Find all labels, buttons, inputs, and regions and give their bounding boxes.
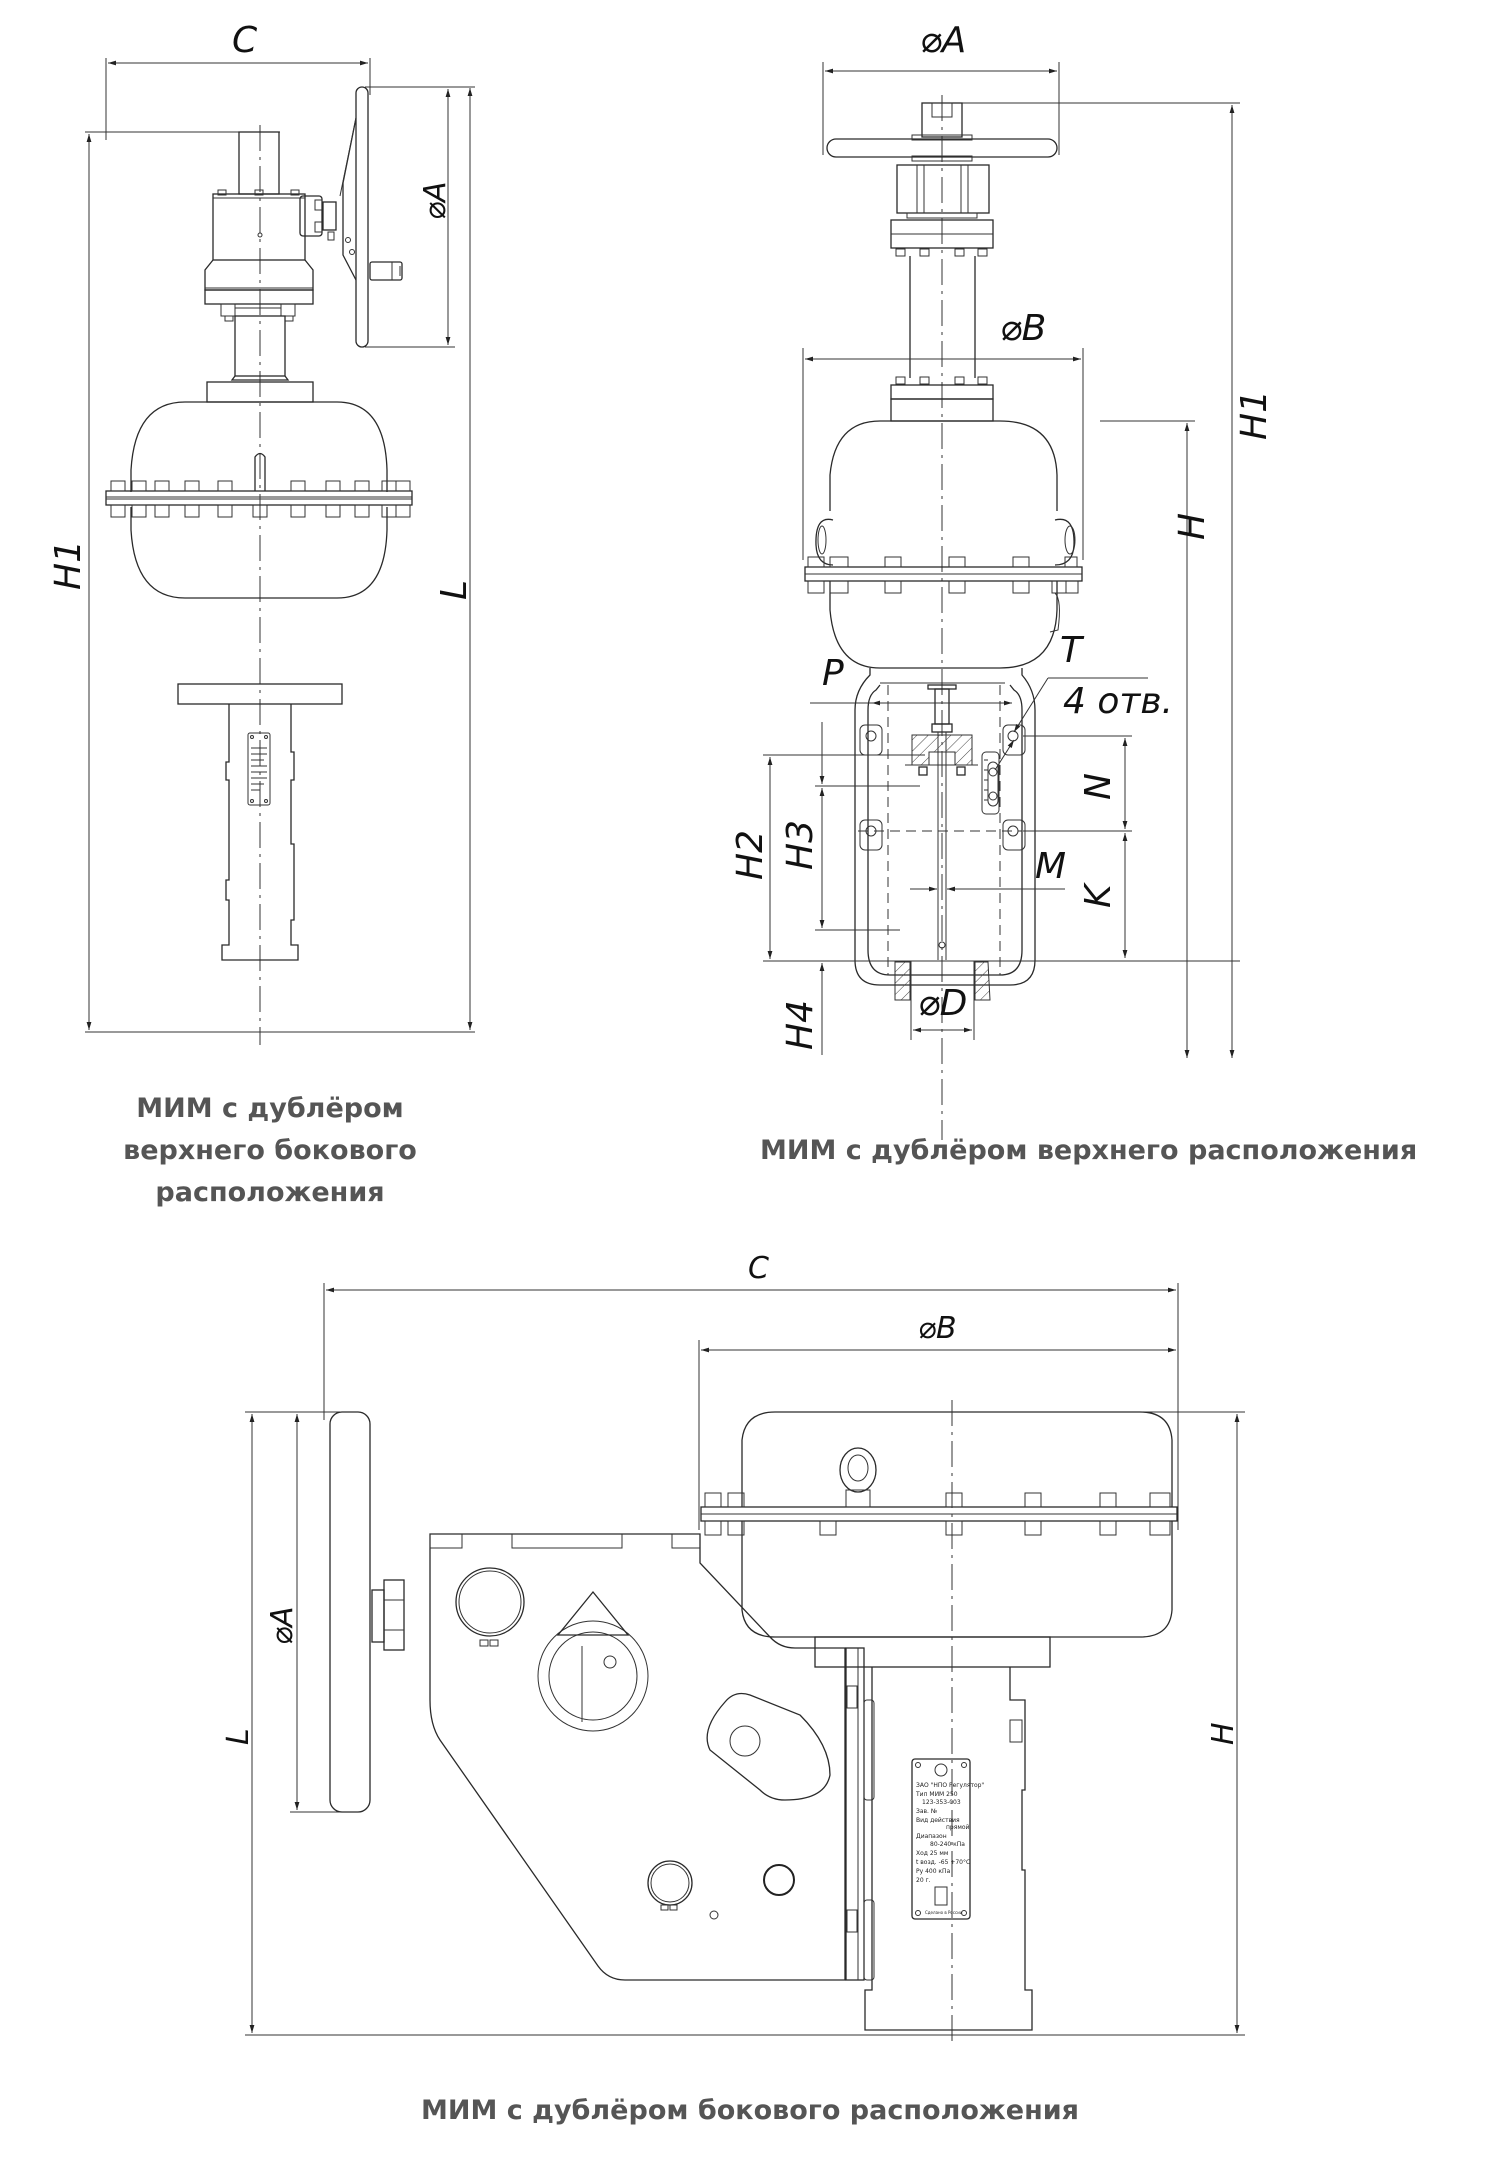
dim-label-h1: H1 bbox=[48, 540, 89, 590]
dim-label-holes: 4 отв. bbox=[1063, 681, 1173, 722]
dim-label-phi-a: ⌀A bbox=[265, 1606, 300, 1645]
dimension-phi-d bbox=[910, 961, 975, 1040]
caption-top-side: МИМ с дублёром верхнего бокового располо… bbox=[80, 1088, 460, 1214]
nameplate-line: 123-353-003 bbox=[922, 1799, 961, 1806]
drawing-side-doubler: ЗАО "НПО Регулятор" Тип МИМ 250 123-353-… bbox=[221, 1251, 1245, 2045]
gear-housing bbox=[204, 189, 337, 322]
dim-label-t: T bbox=[1060, 630, 1085, 671]
nameplate-line: 20 г. bbox=[916, 1877, 931, 1884]
handwheel bbox=[339, 86, 403, 348]
diaphragm-housing bbox=[105, 401, 413, 599]
caption-side: МИМ с дублёром бокового расположения bbox=[250, 2090, 1250, 2132]
caption-top: МИМ с дублёром верхнего расположения bbox=[760, 1130, 1460, 1172]
nameplate-line: Зав. № bbox=[916, 1808, 937, 1815]
diaphragm-housing bbox=[700, 1411, 1178, 1638]
handwheel bbox=[826, 102, 1058, 162]
caption-top-text: МИМ с дублёром верхнего расположения bbox=[760, 1135, 1418, 1166]
mounting-bracket bbox=[845, 1647, 875, 1981]
gearbox-plate bbox=[429, 1533, 846, 1981]
dim-label-n: N bbox=[1078, 773, 1119, 800]
dim-label-m: M bbox=[1035, 846, 1066, 887]
nameplate-line: прямой bbox=[946, 1824, 970, 1831]
dim-label-phi-d: ⌀D bbox=[918, 983, 967, 1024]
dimension-phi-a bbox=[822, 62, 1060, 155]
dimension-l bbox=[245, 1411, 1245, 2036]
dimension-c bbox=[105, 58, 371, 140]
caption-top-side-line2: верхнего бокового расположения bbox=[123, 1135, 417, 1208]
dimension-phi-a bbox=[290, 1414, 340, 1813]
dimension-n-k bbox=[1023, 735, 1132, 958]
dim-label-k: K bbox=[1078, 882, 1119, 908]
top-shaft bbox=[238, 131, 280, 195]
dim-label-c: C bbox=[748, 1251, 769, 1286]
dim-label-h: H bbox=[1172, 513, 1213, 540]
dimension-phi-b bbox=[802, 348, 1084, 560]
yoke bbox=[177, 683, 343, 961]
nameplate bbox=[247, 732, 271, 806]
dim-label-l: L bbox=[221, 1728, 256, 1745]
caption-top-side-line1: МИМ с дублёром bbox=[136, 1093, 404, 1124]
handwheel bbox=[329, 1411, 405, 1813]
dim-label-phi-b: ⌀B bbox=[1000, 308, 1046, 349]
yoke-frame bbox=[854, 668, 1036, 1001]
nameplate-line: ЗАО "НПО Регулятор" bbox=[916, 1782, 984, 1789]
dim-label-h4: H4 bbox=[780, 1000, 821, 1050]
holes-leader bbox=[994, 677, 1148, 771]
dimension-phi-b bbox=[698, 1340, 1179, 1530]
dim-label-h: H bbox=[1206, 1722, 1241, 1745]
dimension-h1 bbox=[925, 102, 1240, 1058]
dim-label-phi-b: ⌀B bbox=[918, 1311, 957, 1346]
dimension-h1 bbox=[85, 131, 475, 1033]
dim-label-h1: H1 bbox=[1234, 390, 1275, 440]
nameplate-line: Тип МИМ 250 bbox=[915, 1791, 958, 1798]
gear-block bbox=[890, 164, 994, 257]
caption-side-text: МИМ с дублёром бокового расположения bbox=[421, 2095, 1079, 2126]
dimension-phi-a bbox=[365, 86, 475, 1030]
dim-label-phi-a: ⌀A bbox=[418, 181, 453, 220]
nameplate-line: Сделано в России bbox=[925, 1910, 963, 1915]
dimension-h2-h3-h4 bbox=[763, 722, 925, 1055]
diaphragm-housing bbox=[804, 420, 1083, 669]
dim-label-p: P bbox=[822, 653, 844, 694]
nameplate: ЗАО "НПО Регулятор" Тип МИМ 250 123-353-… bbox=[911, 1758, 984, 1920]
dimension-h bbox=[1100, 420, 1195, 1058]
nameplate-line: 80-240 кПа bbox=[930, 1841, 965, 1848]
nameplate-line: Диапазон bbox=[916, 1833, 947, 1840]
drawing-top-side-doubler: C ⌀A H1 L bbox=[48, 20, 475, 1045]
nameplate-line: Ход 25 мм bbox=[916, 1850, 948, 1857]
yoke bbox=[814, 1636, 1051, 2031]
nameplate-line: t возд. -65 +70°C bbox=[916, 1859, 970, 1866]
dimension-c bbox=[323, 1283, 1179, 1440]
dim-label-h2: H2 bbox=[730, 830, 771, 880]
dim-label-h3: H3 bbox=[780, 820, 821, 870]
drawing-top-doubler: ⌀A ⌀B H1 H T P 4 отв. N M K H2 H3 H4 ⌀D bbox=[730, 20, 1275, 1140]
dim-label-phi-a: ⌀A bbox=[920, 20, 966, 61]
dim-label-l: L bbox=[434, 580, 475, 600]
dim-label-c: C bbox=[232, 20, 258, 61]
nameplate-line: Вид действия bbox=[916, 1817, 960, 1824]
nameplate-line: Ру 400 кПа bbox=[916, 1868, 951, 1875]
